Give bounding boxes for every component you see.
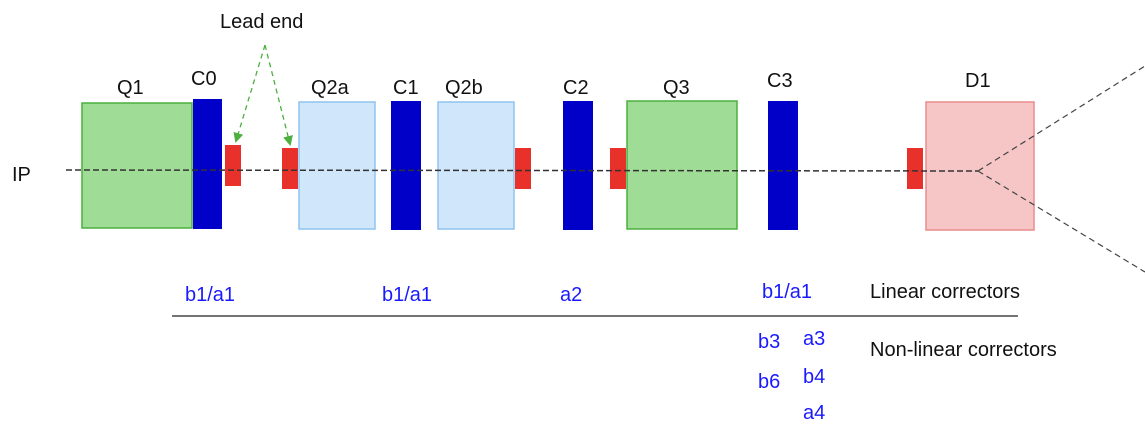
lead-end-label: Lead end <box>220 11 303 33</box>
beam-axis <box>65 169 979 172</box>
q2a-magnet <box>298 101 376 230</box>
nonlinear-b3: b3 <box>758 331 780 353</box>
linear-correctors-title: Linear correctors <box>870 281 1020 303</box>
nonlinear-b4: b4 <box>803 366 825 388</box>
linear-c2: a2 <box>560 284 582 306</box>
lead-end-arrow-left <box>233 44 266 143</box>
outgoing-beam-lower <box>977 170 1145 273</box>
linear-c3: b1/a1 <box>762 281 812 303</box>
linear-c0: b1/a1 <box>185 284 235 306</box>
c2-corrector <box>563 101 593 230</box>
c0-corrector <box>193 99 222 229</box>
d1-label: D1 <box>965 70 991 92</box>
q3-label: Q3 <box>663 77 690 99</box>
q1-magnet <box>81 102 193 229</box>
lead-end-arrow-right <box>264 44 293 146</box>
nonlinear-correctors-title: Non-linear correctors <box>870 339 1057 361</box>
q1-label: Q1 <box>117 77 144 99</box>
lead-end-d1 <box>907 148 923 189</box>
q2a-label: Q2a <box>311 77 350 99</box>
ip-label: IP <box>12 164 31 186</box>
q2b-magnet <box>437 101 515 230</box>
outgoing-beam-upper <box>977 65 1145 172</box>
nonlinear-a3: a3 <box>803 328 825 350</box>
linear-c1: b1/a1 <box>382 284 432 306</box>
lead-end-q2a <box>282 148 298 189</box>
c1-corrector <box>391 101 421 230</box>
nonlinear-a4: a4 <box>803 402 825 423</box>
c0-label: C0 <box>191 68 217 90</box>
q2b-label: Q2b <box>445 77 483 99</box>
c1-label: C1 <box>393 77 419 99</box>
c2-label: C2 <box>563 77 589 99</box>
lead-end-q3 <box>610 148 626 189</box>
c3-label: C3 <box>767 70 793 92</box>
lead-end-q2b <box>515 148 531 189</box>
d1-magnet <box>925 101 1035 231</box>
nonlinear-b6: b6 <box>758 371 780 393</box>
q3-magnet <box>626 100 738 230</box>
lead-end-c0 <box>225 145 241 186</box>
c3-corrector <box>768 101 798 230</box>
